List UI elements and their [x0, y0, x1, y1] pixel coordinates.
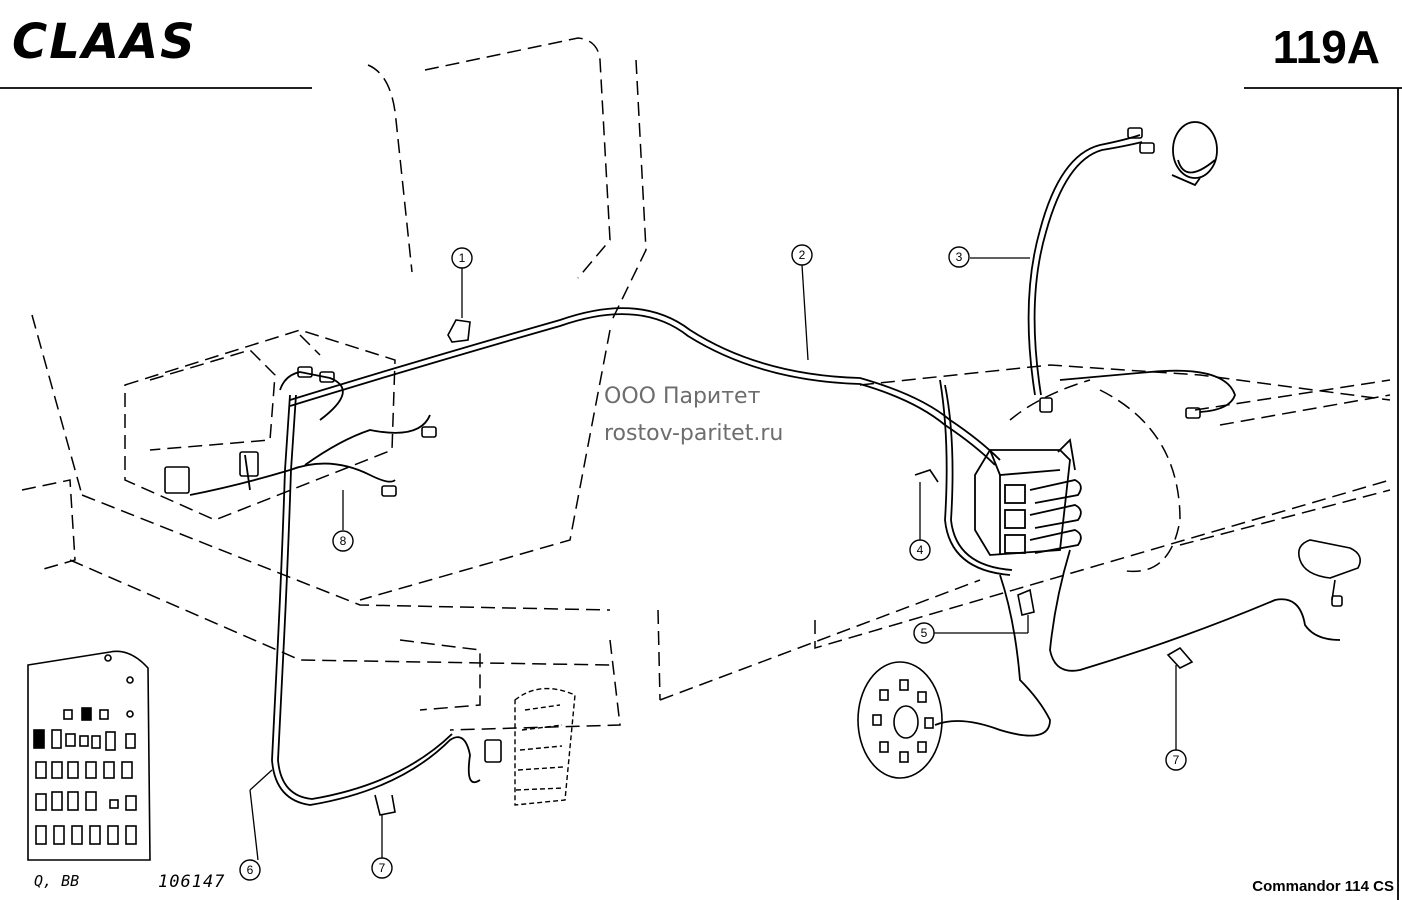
footer-code: Q, BB: [34, 872, 80, 890]
callout-circles: [239, 244, 1187, 881]
valve-block: [974, 438, 1082, 556]
rpm-sensor: [1297, 539, 1361, 601]
callout-3: 3: [956, 250, 963, 264]
page-code: 119A: [1272, 21, 1380, 73]
fuse-board: [27, 650, 151, 861]
callout-5: 5: [921, 626, 928, 640]
callout-8: 8: [340, 534, 347, 548]
connectors: [164, 127, 1343, 816]
brand-logo: CLAAS: [12, 14, 197, 70]
callout-7-left: 7: [379, 861, 386, 875]
work-lamp: [1171, 121, 1218, 187]
pulse-disc: [857, 661, 943, 779]
callout-1: 1: [459, 251, 466, 265]
watermark-url: rostov-paritet.ru: [604, 421, 784, 446]
callout-6: 6: [247, 863, 254, 877]
callout-4: 4: [917, 543, 924, 557]
callout-7-right: 7: [1173, 753, 1180, 767]
frame-lines: [0, 87, 1402, 900]
leader-lines: [249, 257, 1177, 861]
callout-2: 2: [799, 248, 806, 262]
drawing-number: 106147: [158, 872, 226, 892]
watermark-company: ООО Паритет: [604, 384, 761, 409]
gear-segment: [514, 687, 576, 806]
model-name: Commandor 114 CS: [1252, 878, 1394, 895]
wiring-harness: [189, 134, 1341, 806]
